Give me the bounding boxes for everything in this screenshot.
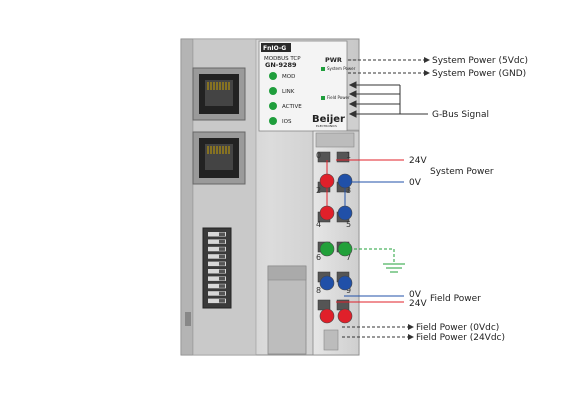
- led-label-link: LINK: [282, 89, 295, 95]
- terminal-slot[interactable]: [317, 299, 331, 311]
- dip-switch-knob: [219, 276, 225, 281]
- dip-switch-knob: [219, 247, 225, 251]
- series-text: FnIO-G: [263, 45, 286, 52]
- bottom-latch[interactable]: [267, 265, 307, 355]
- dip-switch[interactable]: [208, 269, 226, 274]
- terminal-number: 5: [346, 220, 351, 229]
- field-power-led: [321, 96, 325, 100]
- dip-switch[interactable]: [208, 276, 226, 281]
- terminal-number: 2: [316, 186, 321, 195]
- gbus-lines: [348, 81, 428, 118]
- system-power-led: [321, 67, 325, 71]
- series-badge: [261, 43, 291, 52]
- blue-terminal-dot: [319, 275, 335, 291]
- red-terminal-dot: [337, 308, 353, 324]
- terminal-block: 0 1 2 3 4 5 6 7 8 9: [312, 130, 360, 356]
- label-0v-top: 0V: [409, 178, 422, 188]
- brand-logo: Beijer: [312, 114, 345, 125]
- dip-switch[interactable]: [208, 254, 226, 259]
- label-24v-top: 24V: [409, 156, 427, 166]
- system-power-led-label: System Power: [327, 66, 356, 71]
- blue-terminal-dot: [337, 173, 353, 189]
- link-led: [269, 87, 277, 95]
- terminal-number: 8: [316, 286, 321, 295]
- blue-terminal-dot: [337, 205, 353, 221]
- brand-sub: ELECTRONICS: [316, 124, 337, 128]
- dip-switch-knob: [219, 262, 225, 266]
- label-system-power: System Power: [430, 167, 494, 177]
- terminal-number: 6: [316, 253, 321, 262]
- dip-switch[interactable]: [208, 298, 226, 304]
- dip-switch-knob: [219, 291, 225, 296]
- dip-switch[interactable]: [208, 283, 226, 289]
- dip-switch-knob: [219, 232, 225, 236]
- protocol-text: MODBUS TCP: [264, 56, 301, 62]
- system-power-arrows: [348, 57, 430, 76]
- label-system-power-gnd: System Power (GND): [432, 69, 526, 79]
- dip-switch-knob: [219, 239, 225, 244]
- bottom-slot: [185, 312, 191, 326]
- dip-switch-knob: [219, 254, 225, 259]
- led-label-ios: IOS: [282, 119, 292, 125]
- model-text: GN-9289: [265, 61, 297, 69]
- label-field-power-0v: Field Power (0Vdc): [416, 323, 499, 333]
- label-0v-bottom: 0V: [409, 290, 422, 300]
- dip-switch-block[interactable]: [202, 227, 232, 309]
- led-label-active: ACTIVE: [282, 104, 302, 110]
- field-power-arrows: [342, 324, 414, 340]
- terminal-number: 1: [346, 151, 351, 160]
- terminal-number: 4: [316, 220, 321, 229]
- label-field-power-24v: Field Power (24Vdc): [416, 333, 505, 343]
- terminal-slot[interactable]: [336, 151, 350, 163]
- dip-switch-knob: [219, 299, 225, 303]
- terminal-number: 7: [346, 253, 351, 262]
- dip-switch[interactable]: [208, 239, 226, 244]
- ios-led: [269, 117, 277, 125]
- ethernet-port-1[interactable]: [192, 67, 246, 121]
- green-terminal-dot: [319, 241, 335, 257]
- red-terminal-dot: [319, 308, 335, 324]
- dip-switch-knob: [219, 284, 225, 288]
- ethernet-port-2[interactable]: [192, 131, 246, 185]
- label-panel: FnIO-G MODBUS TCP GN-9289 PWR MOD LINK A…: [258, 40, 356, 132]
- terminal-slot[interactable]: [317, 151, 331, 163]
- blue-terminal-dot: [337, 275, 353, 291]
- ground-symbol: [344, 248, 405, 273]
- active-led: [269, 102, 277, 110]
- terminal-number: 9: [346, 286, 351, 295]
- label-24v-bottom: 24V: [409, 299, 427, 309]
- terminal-number: 3: [346, 186, 351, 195]
- dip-switch-knob: [219, 269, 225, 273]
- dip-switch[interactable]: [208, 261, 226, 267]
- red-terminal-dot: [319, 205, 335, 221]
- left-rail: [180, 38, 194, 356]
- terminal-number: 0: [316, 151, 321, 160]
- dip-switch[interactable]: [208, 246, 226, 252]
- pwr-text: PWR: [325, 56, 342, 64]
- terminal-top-cap: [315, 132, 355, 148]
- red-terminal-dot: [319, 173, 335, 189]
- led-label-mod: MOD: [282, 74, 295, 80]
- mod-led: [269, 72, 277, 80]
- dip-switch[interactable]: [208, 291, 226, 296]
- field-power-led-label: Field Power: [327, 95, 350, 100]
- label-gbus: G-Bus Signal: [432, 110, 489, 120]
- terminal-bottom-tab[interactable]: [323, 329, 339, 351]
- label-system-power-5v: System Power (5Vdc): [432, 56, 528, 66]
- dip-switch[interactable]: [208, 232, 226, 237]
- label-field-power: Field Power: [430, 294, 481, 304]
- bottom-latch-top: [267, 265, 307, 281]
